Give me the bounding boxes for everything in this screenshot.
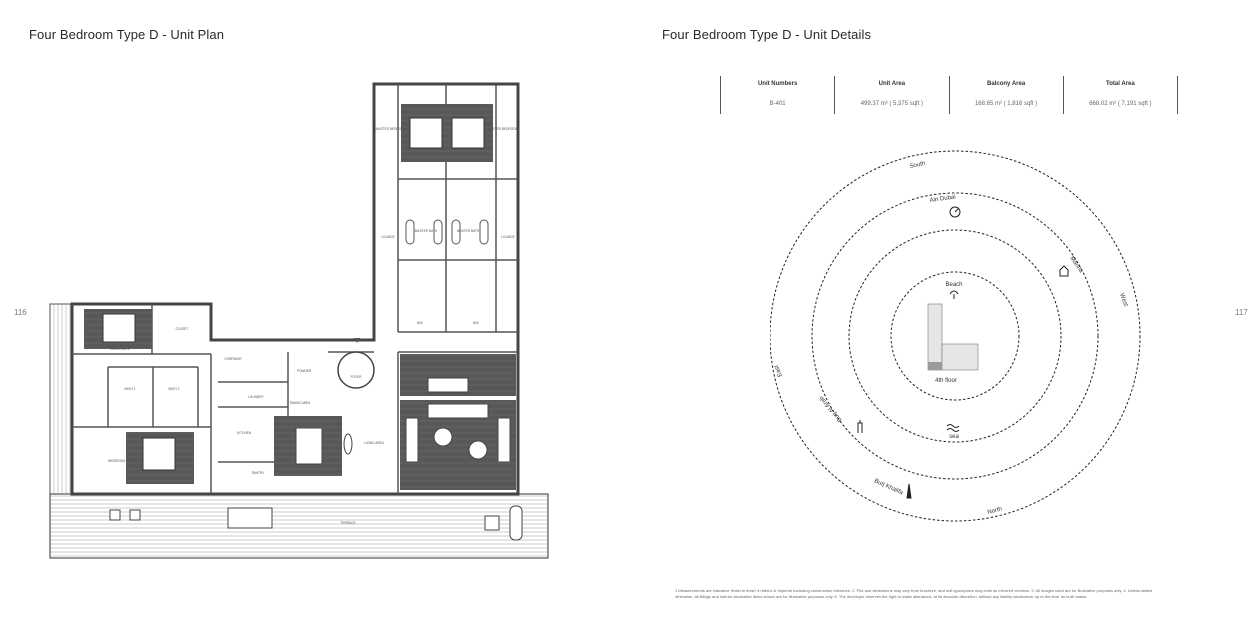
value-unit-numbers: B-401 (769, 101, 786, 107)
building-footprint (927, 303, 979, 371)
ain-dubai-icon (949, 206, 961, 218)
label-pantry: PANTRY (252, 471, 266, 475)
outer-walls (70, 82, 520, 496)
sofas (405, 377, 511, 463)
footnote: 1 Measurements are indicative 'finish to… (675, 588, 1153, 599)
label-master-bed-left: MASTER BEDROOM (376, 127, 407, 131)
label-foyer: FOYER (351, 375, 363, 379)
floor-plan: BEDROOM 2 BEDROOM 3 CLOSET CORRIDOR BATH… (49, 82, 549, 559)
label-corridor: CORRIDOR (224, 357, 242, 361)
label-east: East (774, 364, 784, 378)
label-bath2: BATH 2 (169, 387, 180, 391)
label-lounge-left: LOUNGE (381, 235, 394, 239)
ain-dubai-icon-spoke (954, 208, 959, 213)
label-floor: 4th floor (935, 378, 957, 384)
label-bedroom3: BEDROOM 3 (108, 459, 127, 463)
ring-third (811, 192, 1099, 480)
label-terrace: TERRACE (340, 521, 355, 525)
marina-icon (1059, 265, 1069, 277)
label-living: LIVING AREA (364, 441, 385, 445)
label-closet: CLOSET (176, 327, 189, 331)
label-bath1: BATH 1 (125, 387, 136, 391)
orientation-diagram: 4th floor South West North East Ain Duba… (770, 150, 1141, 522)
col-balcony-area: Balcony Area 168.65 m² ( 1,816 sqft ) (948, 76, 1063, 114)
beach-icon (949, 290, 959, 299)
col-total-area: Total Area 668.02 m² ( 7,191 sqft ) (1062, 76, 1178, 114)
label-bath-left: MASTER BATH (415, 229, 438, 233)
header-balcony-area: Balcony Area (987, 81, 1026, 87)
dining-table (227, 427, 353, 529)
value-total-area: 668.02 m² ( 7,191 sqft ) (1089, 101, 1152, 107)
label-master-bed-right: MASTER BEDROOM (488, 127, 519, 131)
label-west: West (1118, 293, 1128, 308)
beds (102, 117, 485, 471)
unit-details-table: Unit Numbers B-401 Unit Area 499.37 m² (… (720, 76, 1178, 114)
label-laundry: LAUNDRY (248, 395, 264, 399)
page-title-unit-details: Four Bedroom Type D - Unit Details (662, 27, 872, 42)
burj-khalifa-icon (906, 483, 912, 499)
label-dining: DINING AREA (290, 401, 311, 405)
label-powder: POWDER (297, 369, 312, 373)
label-ain-dubai: Ain Dubai (929, 194, 956, 204)
sea-icon (946, 424, 960, 432)
header-unit-numbers: Unit Numbers (757, 81, 798, 87)
col-unit-area: Unit Area 499.37 m² ( 5,375 sqft ) (834, 76, 948, 114)
label-marina: Marina (1068, 256, 1084, 275)
page-number-right: 117 (1235, 308, 1248, 317)
header-total-area: Total Area (1106, 81, 1135, 87)
inner-walls (72, 84, 518, 494)
label-bath-right: MASTER BATH (457, 229, 480, 233)
value-balcony-area: 168.65 m² ( 1,816 sqft ) (974, 101, 1038, 107)
label-bedroom2: BEDROOM 2 (110, 347, 129, 351)
burj-al-arab-icon (857, 420, 863, 433)
page-number-left: 116 (14, 308, 27, 317)
label-burj-al-arab: Burj Al Arab (818, 394, 843, 422)
header-unit-area: Unit Area (878, 81, 906, 87)
label-kitchen: KITCHEN (237, 431, 252, 435)
label-south: South (909, 161, 926, 170)
value-unit-area: 499.37 m² ( 5,375 sqft ) (860, 101, 924, 107)
ring-outer (770, 150, 1141, 522)
label-burj-khalifa: Burj Khalifa (873, 478, 904, 496)
terrace-furniture (109, 505, 523, 541)
label-wic-left: WIC (417, 321, 424, 325)
label-beach: Beach (945, 282, 962, 288)
label-north: North (987, 506, 1003, 516)
foyer-circle (337, 338, 375, 389)
bathtubs (405, 219, 489, 245)
col-unit-numbers: Unit Numbers B-401 (720, 76, 834, 114)
ring-inner (890, 271, 1020, 401)
page-title-unit-plan: Four Bedroom Type D - Unit Plan (29, 27, 225, 42)
terrace (49, 303, 549, 559)
label-sea: sea (949, 434, 959, 440)
ring-second (848, 229, 1062, 443)
label-wic-right: WIC (473, 321, 480, 325)
label-lounge-right: LOUNGE (501, 235, 514, 239)
